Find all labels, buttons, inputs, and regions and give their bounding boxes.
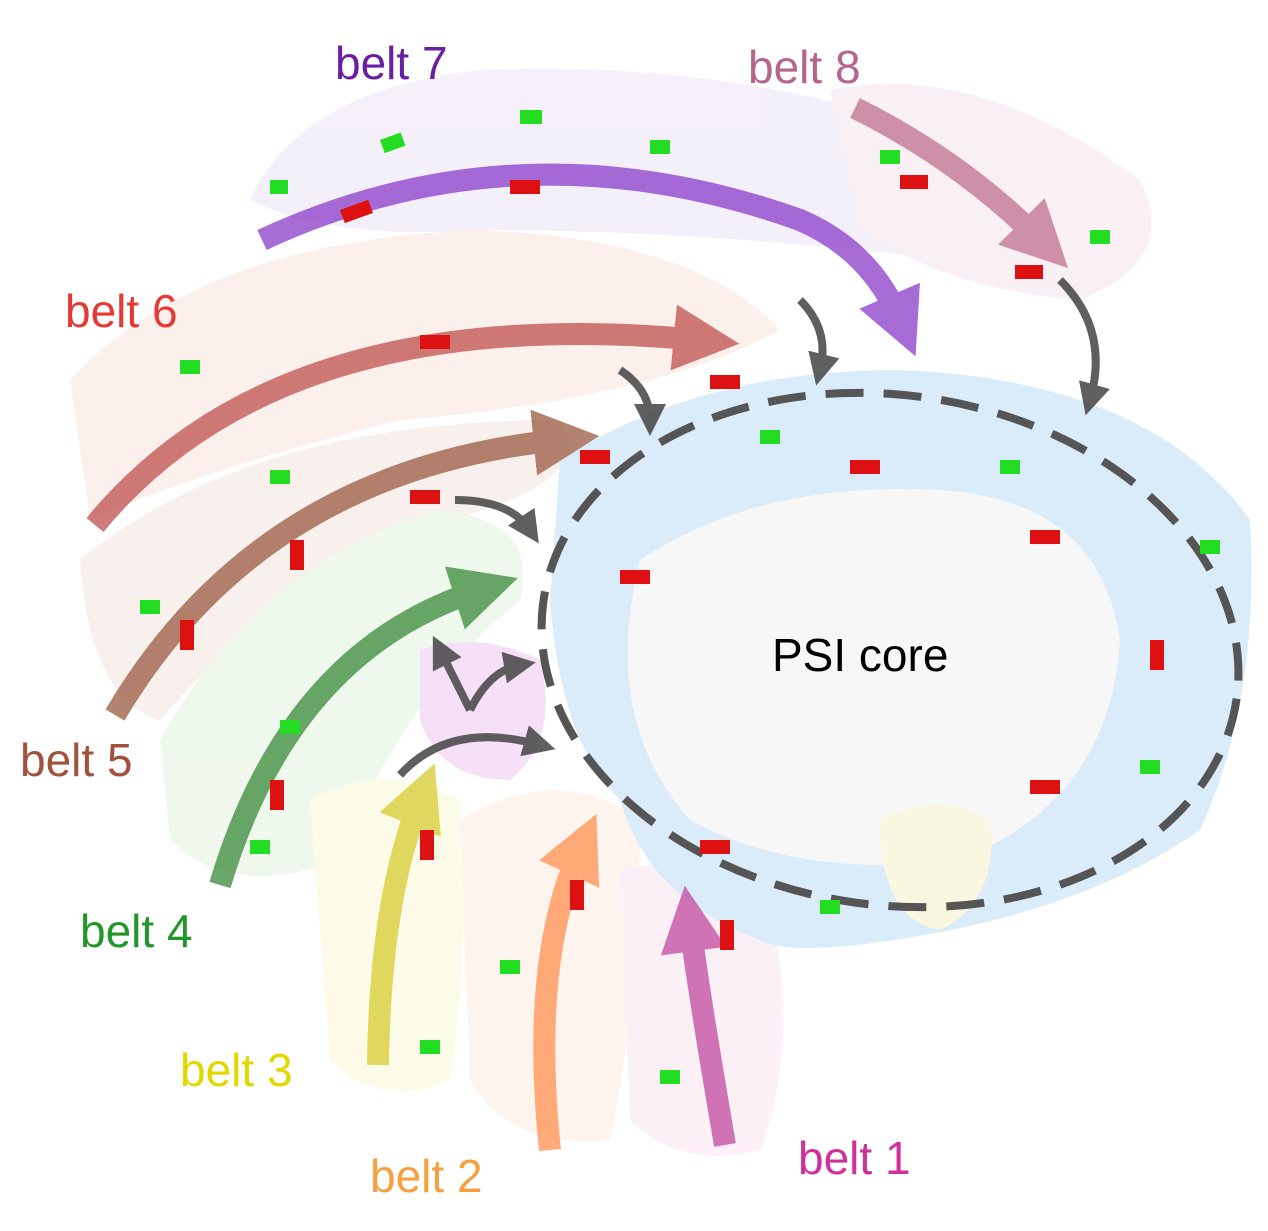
belt-arrows <box>86 98 1069 1152</box>
label-belt3: belt 3 <box>180 1044 293 1096</box>
chlorophyll-clusters <box>140 110 1220 1084</box>
transfer-arrow <box>432 635 474 712</box>
belt7-arrow <box>257 163 920 357</box>
belt6-arrow <box>86 304 740 532</box>
label-psi-core: PSI core <box>772 629 949 681</box>
protein-surfaces <box>70 68 1252 1156</box>
belt5-arrow <box>105 409 600 721</box>
belt6-surface <box>70 230 780 520</box>
psi-core-dashed-outline <box>537 388 1243 912</box>
label-belt2: belt 2 <box>370 1150 483 1202</box>
transfer-arrow <box>797 297 840 386</box>
label-belt7: belt 7 <box>335 37 448 89</box>
transfer-arrow <box>1057 277 1110 416</box>
yellow-subunit <box>880 805 992 930</box>
label-belt8: belt 8 <box>748 41 861 93</box>
label-belt5: belt 5 <box>20 734 133 786</box>
label-belt1: belt 1 <box>798 1132 911 1184</box>
psi-core-surface <box>627 488 1120 865</box>
magenta-subunit <box>420 642 546 780</box>
label-belt6: belt 6 <box>65 285 178 337</box>
belt4-arrow <box>209 566 518 889</box>
transfer-arrow <box>397 725 556 778</box>
belt8-arrow <box>850 98 1069 268</box>
belt1-arrow <box>660 885 736 1147</box>
label-belt4: belt 4 <box>80 905 193 957</box>
belt2-arrow <box>533 813 600 1152</box>
transfer-arrows <box>397 277 1110 778</box>
transfer-arrow <box>617 366 666 436</box>
belt3-arrow <box>367 763 441 1066</box>
transfer-arrow <box>454 496 539 544</box>
transfer-arrow <box>466 651 536 712</box>
